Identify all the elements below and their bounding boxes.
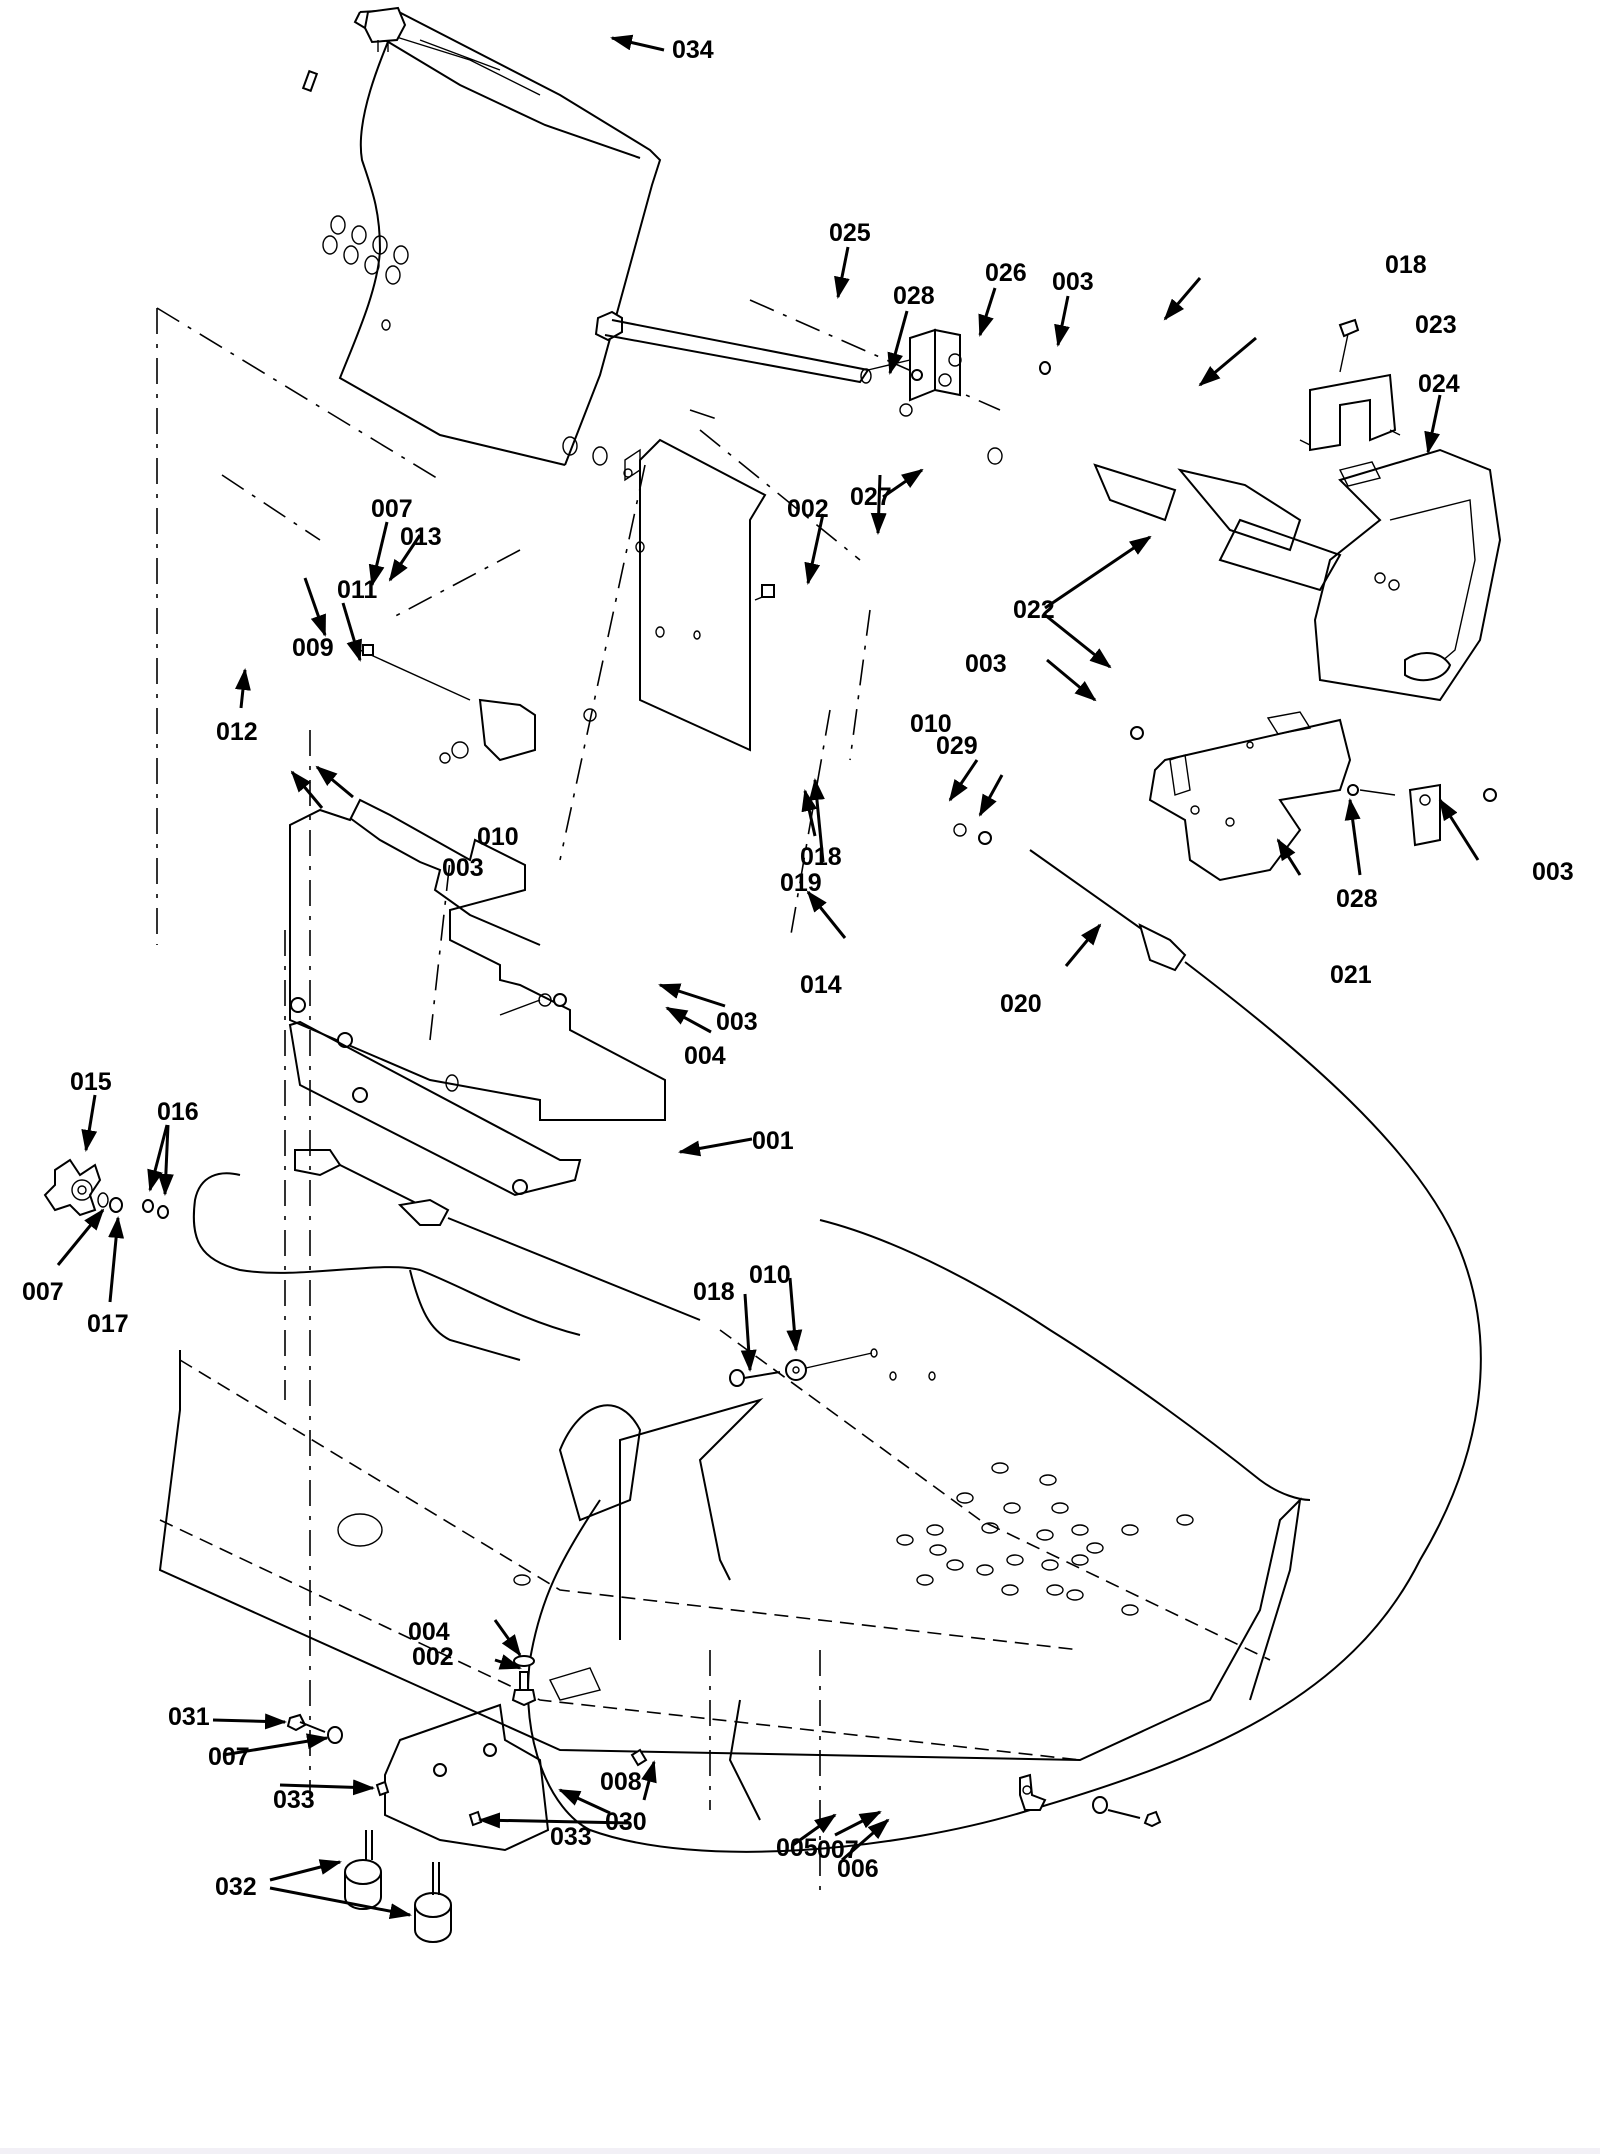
control-bracket-001: [288, 798, 666, 1197]
label-017: 017: [87, 1310, 129, 1338]
pads-022: [1266, 461, 1382, 735]
label-003: 003: [1052, 268, 1094, 296]
label-012: 012: [216, 718, 258, 746]
label-019: 019: [780, 869, 822, 897]
label-031: 031: [168, 1703, 210, 1731]
label-001: 001: [752, 1127, 794, 1155]
throttle-cable: [192, 1149, 701, 1361]
label-004: 004: [408, 1618, 450, 1646]
construction-lines: [156, 299, 1001, 1900]
label-002: 002: [787, 495, 829, 523]
label-028: 028: [893, 282, 935, 310]
callout-labels: 034 025 028 026 003 018 023 024 027 007 …: [22, 36, 1574, 1901]
label-013: 013: [400, 523, 442, 551]
label-018: 018: [1385, 251, 1427, 279]
label-005: 005: [776, 1834, 818, 1862]
label-010: 010: [477, 823, 519, 851]
vent-holes: [322, 215, 409, 331]
foot-plate-holes: [896, 1462, 1194, 1616]
label-027: 027: [850, 483, 892, 511]
label-025: 025: [829, 219, 871, 247]
label-023: 023: [1415, 311, 1457, 339]
label-016: 016: [157, 1098, 199, 1126]
mounting-plate-014: [623, 438, 767, 752]
cable-guide-009: [359, 644, 597, 764]
label-010: 010: [910, 710, 952, 738]
label-008: 008: [600, 1768, 642, 1796]
washers-007-013: [562, 436, 775, 601]
rubber-feet-032: [344, 1830, 452, 1943]
label-014: 014: [800, 971, 842, 999]
label-002: 002: [412, 1643, 454, 1671]
label-020: 020: [1000, 990, 1042, 1018]
label-033: 033: [550, 1823, 592, 1851]
label-021: 021: [1330, 961, 1372, 989]
label-004: 004: [684, 1042, 726, 1070]
bottom-edge: [0, 2148, 1600, 2154]
label-029: 029: [936, 732, 978, 760]
console-panel: [301, 8, 662, 466]
label-009: 009: [292, 634, 334, 662]
label-015: 015: [70, 1068, 112, 1096]
label-003: 003: [716, 1008, 758, 1036]
rocker-switch: [363, 6, 407, 52]
label-018: 018: [800, 843, 842, 871]
label-032: 032: [215, 1873, 257, 1901]
pivot-pin-025: [594, 310, 872, 384]
label-006: 006: [837, 1855, 879, 1883]
clevis-block-026: [867, 328, 1051, 465]
label-007: 007: [208, 1743, 250, 1771]
label-010: 010: [749, 1261, 791, 1289]
chassis-body: [158, 1219, 1311, 1821]
label-030: 030: [605, 1808, 647, 1836]
cable-020: [527, 823, 1482, 1853]
label-024: 024: [1418, 370, 1460, 398]
linear-actuator-024: [1093, 448, 1502, 702]
label-007: 007: [371, 495, 413, 523]
bolt-002-washer-004: [511, 1655, 537, 1707]
label-003: 003: [965, 650, 1007, 678]
label-007: 007: [22, 1278, 64, 1306]
label-026: 026: [985, 259, 1027, 287]
label-033: 033: [273, 1786, 315, 1814]
bracket-023: [1299, 318, 1401, 452]
clamp-005-washer-007-bolt-006: [1019, 1773, 1162, 1828]
label-003: 003: [442, 854, 484, 882]
foot-bracket-030: [375, 1703, 550, 1852]
bolt-018-washer-010: [729, 1348, 936, 1387]
label-018: 018: [693, 1278, 735, 1306]
label-034: 034: [672, 36, 714, 64]
label-028: 028: [1336, 885, 1378, 913]
label-003: 003: [1532, 858, 1574, 886]
actuator-bracket-021: [1130, 718, 1497, 882]
label-022: 022: [1013, 596, 1055, 624]
callout-arrows: [56, 34, 1480, 1920]
label-007: 007: [817, 1836, 859, 1864]
label-011: 011: [337, 576, 377, 604]
